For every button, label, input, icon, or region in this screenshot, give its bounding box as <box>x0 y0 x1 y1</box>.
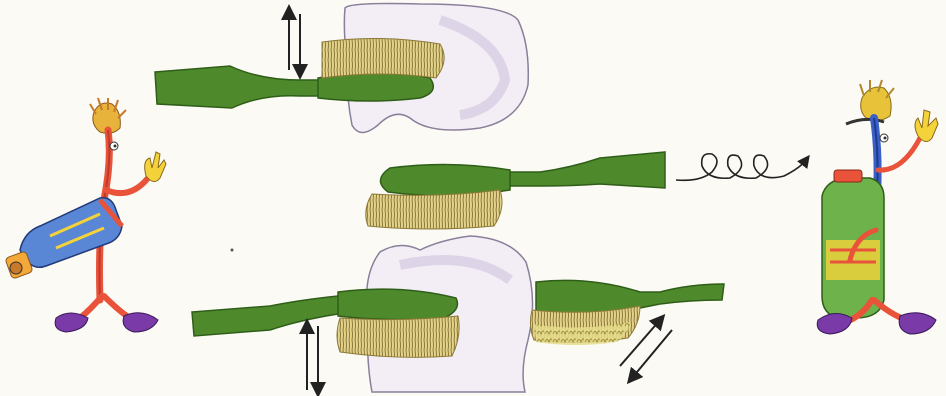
toothbrush-bottom-right <box>530 280 724 345</box>
up-down-arrows-icon <box>307 326 318 390</box>
circular-motion-icon <box>676 154 806 181</box>
toothbrush-middle <box>366 152 665 229</box>
up-down-arrows-icon <box>289 12 300 72</box>
speck <box>231 249 234 252</box>
left-cartoon-toothbrush-character <box>5 98 166 332</box>
toothbrush-bottom-left <box>192 289 459 357</box>
right-cartoon-toothbrush-character <box>817 80 938 334</box>
